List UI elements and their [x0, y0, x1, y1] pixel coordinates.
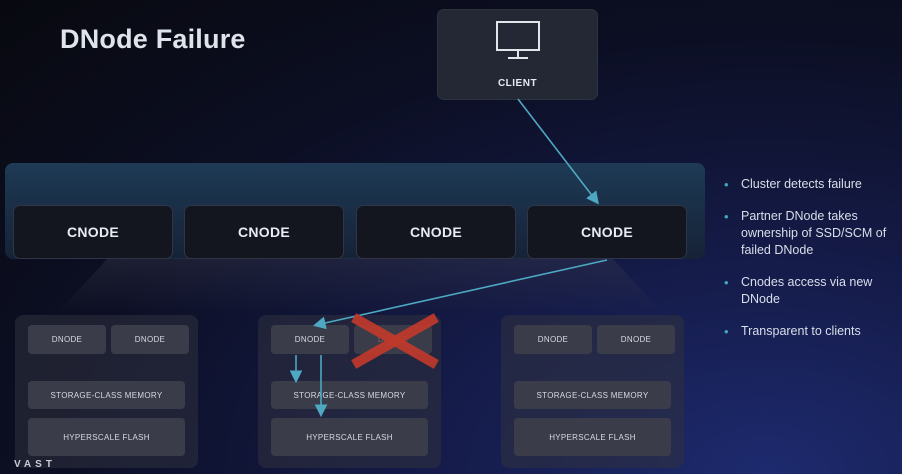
flash-1: HYPERSCALE FLASH: [28, 418, 185, 456]
bullet-dot-icon: •: [724, 177, 729, 192]
cnode-2: CNODE: [185, 206, 343, 258]
flash-3: HYPERSCALE FLASH: [514, 418, 671, 456]
bullet-dot-icon: •: [724, 275, 729, 290]
bullet-item: •Transparent to clients: [724, 324, 861, 339]
dbox-3: DNODE DNODE STORAGE-CLASS MEMORY HYPERSC…: [501, 315, 684, 468]
bullet-dot-icon: •: [724, 324, 729, 339]
dnode-2b-failed: DNODE: [354, 325, 432, 354]
client-box: CLIENT: [438, 10, 597, 99]
dnode-3a: DNODE: [514, 325, 592, 354]
slide-title: DNode Failure: [60, 24, 246, 54]
cnode-4: CNODE: [528, 206, 686, 258]
dnode-1a: DNODE: [28, 325, 106, 354]
scm-1: STORAGE-CLASS MEMORY: [28, 381, 185, 409]
brand-logo: VAST: [14, 459, 56, 470]
dnode-1b: DNODE: [111, 325, 189, 354]
bullet-dot-icon: •: [724, 209, 729, 224]
cnode-1: CNODE: [14, 206, 172, 258]
dnode-3b: DNODE: [597, 325, 675, 354]
scm-2: STORAGE-CLASS MEMORY: [271, 381, 428, 409]
dbox-1: DNODE DNODE STORAGE-CLASS MEMORY HYPERSC…: [15, 315, 198, 468]
dbox-2: DNODE DNODE STORAGE-CLASS MEMORY HYPERSC…: [258, 315, 441, 468]
bullet-item: •Cluster detects failure: [724, 177, 862, 192]
cnode-3: CNODE: [357, 206, 515, 258]
dnode-2a: DNODE: [271, 325, 349, 354]
monitor-icon: [496, 21, 540, 59]
client-label: CLIENT: [497, 78, 538, 89]
cluster-fade: [60, 258, 660, 310]
flash-2: HYPERSCALE FLASH: [271, 418, 428, 456]
bullet-list: •Cluster detects failure •Partner DNode …: [724, 176, 896, 355]
bullet-item: •Cnodes access via new DNode: [724, 275, 873, 306]
scm-3: STORAGE-CLASS MEMORY: [514, 381, 671, 409]
bullet-item: •Partner DNode takes ownership of SSD/SC…: [724, 209, 887, 257]
